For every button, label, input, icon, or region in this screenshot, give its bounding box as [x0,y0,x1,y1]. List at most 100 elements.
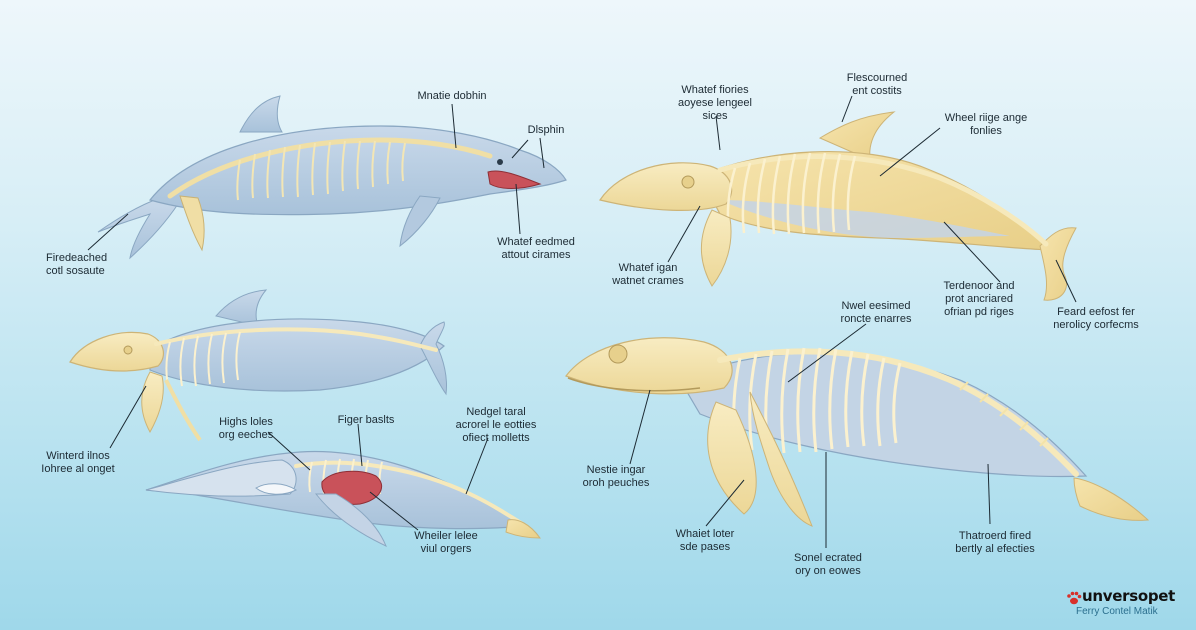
label-a4-line2: attout cirames [501,249,571,261]
dolphin-c-pectoral-fin [141,371,164,434]
dolphin-c-skull [69,331,165,372]
leader-b3 [879,127,941,177]
skeleton-d-flipper-left [707,401,757,515]
dolphin-bottom-left [145,450,541,547]
leader-c5 [369,491,419,531]
label-c2-text: Figer baslts [337,414,395,426]
dolphin-b-pectoral-fin [701,209,732,287]
leader-b6 [1055,259,1077,303]
dolphin-a-tail [97,197,179,260]
dolphin-a-pectoral-fin [399,195,441,248]
dolphin-a-dorsal-fin [239,95,283,133]
label-b4-line1: Whatef igan [618,262,678,274]
label-c4-line2: Iohree al onget [41,463,115,475]
leader-a2 [539,137,545,169]
dolphin-d-mouth [255,483,297,495]
label-c1: Highs loles org eeches [206,416,286,442]
leader-a3 [87,213,129,251]
leader-d1 [787,323,867,383]
label-d2: Nestie ingar oroh peuches [566,464,666,490]
label-d3-line1: Whaiet loter [675,528,735,540]
skeleton-bottom-right [565,337,1150,527]
dolphin-b-eye-socket [681,175,695,189]
label-d4: Sonel ecrated ory on eowes [780,552,876,578]
label-c1-line2: org eeches [218,429,274,441]
label-b2: Flescourned ent costits [824,72,930,98]
skeleton-d-tail-vertebrae [959,381,1049,447]
label-c1-line1: Highs loles [219,416,273,428]
dolphin-c-flipper-bones [164,379,202,442]
leader-d3 [705,479,745,527]
brand-name: unversopet [1082,587,1176,605]
label-d1-line2: roncte enarres [840,313,912,325]
skeleton-d-skull [565,337,733,395]
dolphin-c-spine [154,327,438,352]
brand-tagline: Ferry Contel Matik [1076,606,1158,617]
label-c3-line2: acrorel le eotties [455,419,537,431]
dolphin-b-ribs [726,152,857,235]
label-b1-line3: sices [702,110,728,122]
dolphin-a-pelvic-fin [179,195,205,252]
dolphin-d-tail [505,519,541,539]
label-d4-line1: Sonel ecrated [794,552,862,564]
skeleton-d-eye-socket [608,344,628,364]
leader-d2 [629,389,651,465]
label-d1: Nwel eesimed roncte enarres [820,300,932,326]
label-d5-line1: Thatroerd fired [958,530,1032,542]
label-b2-line2: ent costits [852,85,902,97]
skeleton-d-flipper-right [749,391,813,527]
label-b1-line2: aoyese lengeel [677,97,752,109]
label-b4: Whatef igan watnet crames [598,262,698,288]
label-c3-line3: ofiect molletts [462,432,530,444]
label-b3: Wheel riige ange fonlies [928,112,1044,138]
leader-c1 [267,431,311,471]
label-d5-line2: bertly al efecties [955,543,1035,555]
dolphin-b-dorsal-fin [818,111,896,161]
dolphin-a-ribs [236,140,406,201]
label-c4-line1: Winterd ilnos [46,450,110,462]
label-a2-text: Dlsphin [527,124,565,136]
dolphin-b-belly [720,200,1010,238]
label-a2: Dlsphin [516,124,576,137]
label-b3-line2: fonlies [970,125,1002,137]
dolphin-c-dorsal-fin [215,289,268,327]
leader-c2 [357,423,363,467]
dolphin-a-mouth-organ [487,170,542,189]
label-b6: Feard eefost fer nerolicy corfecms [1046,306,1146,332]
label-b1-line1: Whatef fiories [681,84,749,96]
leader-a2b [511,139,529,159]
label-d4-line2: ory on eowes [795,565,861,577]
label-b2-line1: Flescourned [846,72,908,84]
leader-c4 [109,385,147,449]
label-d1-line1: Nwel eesimed [841,300,911,312]
leader-lines [87,95,1077,548]
skeleton-d-tail-fluke [1073,477,1150,521]
label-a1-text: Mnatie dobhin [417,90,487,102]
label-a1: Mnatie dobhin [404,90,500,103]
label-b5-line1: Terdenoor and [943,280,1015,292]
label-b5-line2: prot ancriared [945,293,1013,305]
leader-b1 [715,115,721,151]
label-c5-line1: Wheiler lelee [414,530,478,542]
paw-icon [1067,591,1082,605]
leader-c3 [465,437,489,495]
dolphin-c-ribs [165,331,241,387]
dolphin-a-eye [497,159,503,165]
leader-a1 [451,103,457,149]
dolphin-top-right [599,111,1077,301]
dolphin-mid-left [69,289,447,442]
label-b6-line2: nerolicy corfecms [1053,319,1139,331]
label-d2-line1: Nestie ingar [586,464,646,476]
label-d2-line2: oroh peuches [582,477,650,489]
skeleton-d-jaw [567,377,701,392]
label-a3-line2: cotl sosaute [46,265,105,277]
dolphin-c-eye-socket [123,345,133,355]
label-b5: Terdenoor and prot ancriared ofrian pd r… [922,280,1036,319]
label-a4: Whatef eedmed attout cirames [488,236,584,262]
dolphin-top-left [97,95,567,260]
label-b5-line3: ofrian pd riges [944,306,1014,318]
label-c4: Winterd ilnos Iohree al onget [28,450,128,476]
dolphin-b-skull [599,162,733,211]
